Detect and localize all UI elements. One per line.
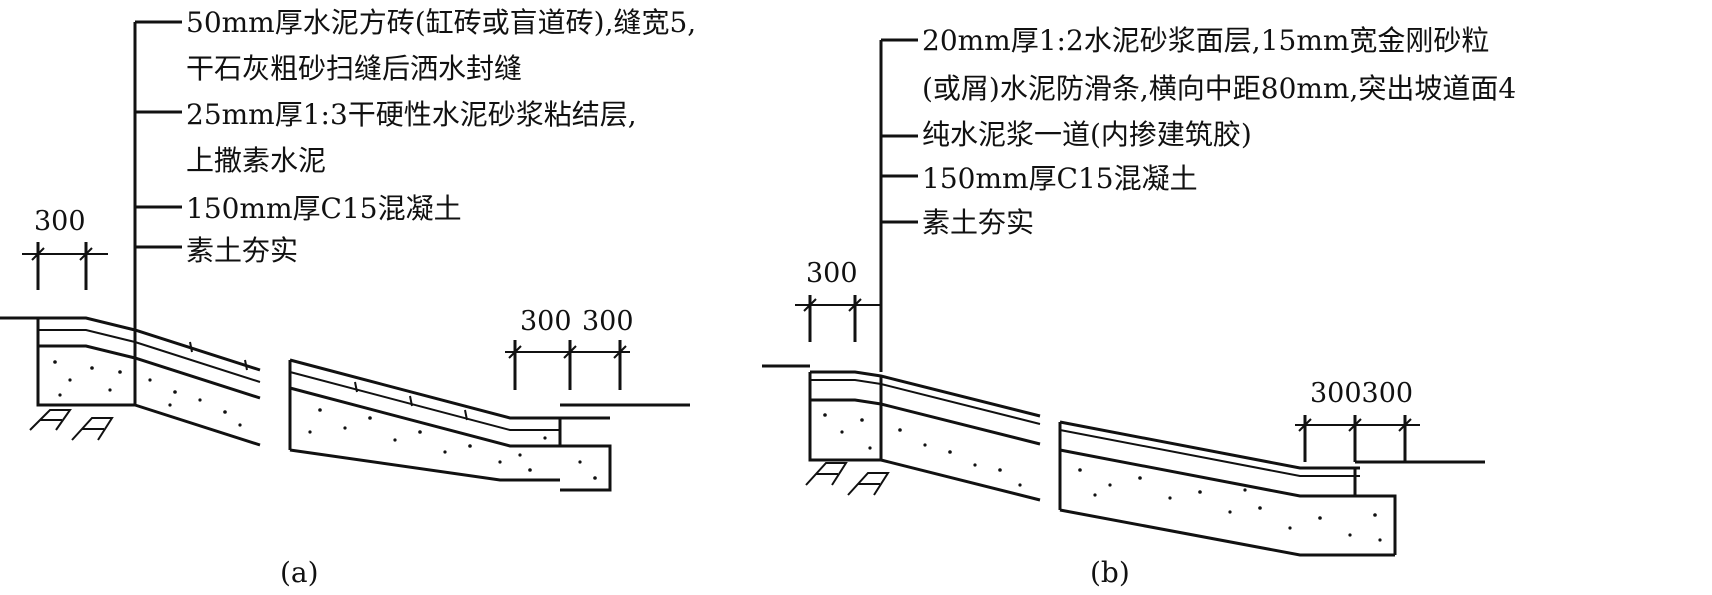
diagram-a-label-6: 素土夯实 bbox=[186, 234, 298, 267]
diagram-b-label-2: (或屑)水泥防滑条,横向中距80mm,突出坡道面4 bbox=[922, 72, 1516, 105]
diagram-b-label-5: 素土夯实 bbox=[922, 206, 1034, 239]
diagram-b-dim-bottom-label: 300300 bbox=[1310, 378, 1413, 409]
diagram-b-leader bbox=[879, 38, 918, 372]
diagram-a-caption: (a) bbox=[280, 556, 319, 589]
diagram-a-slab bbox=[29, 316, 690, 492]
diagram-b-dim-bottom bbox=[1295, 415, 1420, 462]
diagram-a-dim-top-label: 300 bbox=[34, 206, 86, 237]
diagram-a-label-1: 50mm厚水泥方砖(缸砖或盲道砖),缝宽5, bbox=[186, 6, 696, 39]
diagram-a-dim-bottom-2: 300 bbox=[582, 306, 634, 337]
diagram-b-slab bbox=[805, 370, 1485, 557]
diagram-a-label-4: 上撒素水泥 bbox=[186, 144, 326, 177]
diagram-a-label-2: 干石灰粗砂扫缝后洒水封缝 bbox=[186, 52, 522, 85]
diagram-b-caption: (b) bbox=[1090, 556, 1130, 589]
diagram-a-leader bbox=[133, 20, 182, 342]
diagram-b-dim-top bbox=[795, 295, 880, 342]
diagram-b-label-1: 20mm厚1:2水泥砂浆面层,15mm宽金刚砂粒 bbox=[922, 24, 1489, 57]
diagram-b-earth-hatch bbox=[805, 462, 890, 496]
diagram-a-dim-top bbox=[22, 242, 108, 290]
diagram-a-label-3: 25mm厚1:3干硬性水泥砂浆粘结层, bbox=[186, 98, 637, 131]
diagram-b: 20mm厚1:2水泥砂浆面层,15mm宽金刚砂粒 (或屑)水泥防滑条,横向中距8… bbox=[762, 24, 1516, 589]
diagram-b-dim-top-label: 300 bbox=[806, 258, 858, 289]
diagram-a-dim-bottom bbox=[505, 340, 630, 390]
diagram-a-label-5: 150mm厚C15混凝土 bbox=[186, 192, 462, 225]
diagram-a-earth-hatch bbox=[29, 409, 114, 441]
diagram-a-dim-bottom-1: 300 bbox=[520, 306, 572, 337]
diagram-b-label-4: 150mm厚C15混凝土 bbox=[922, 162, 1198, 195]
diagram-b-label-3: 纯水泥浆一道(内掺建筑胶) bbox=[922, 118, 1252, 151]
diagram-a: 50mm厚水泥方砖(缸砖或盲道砖),缝宽5, 干石灰粗砂扫缝后洒水封缝 25mm… bbox=[0, 6, 696, 589]
